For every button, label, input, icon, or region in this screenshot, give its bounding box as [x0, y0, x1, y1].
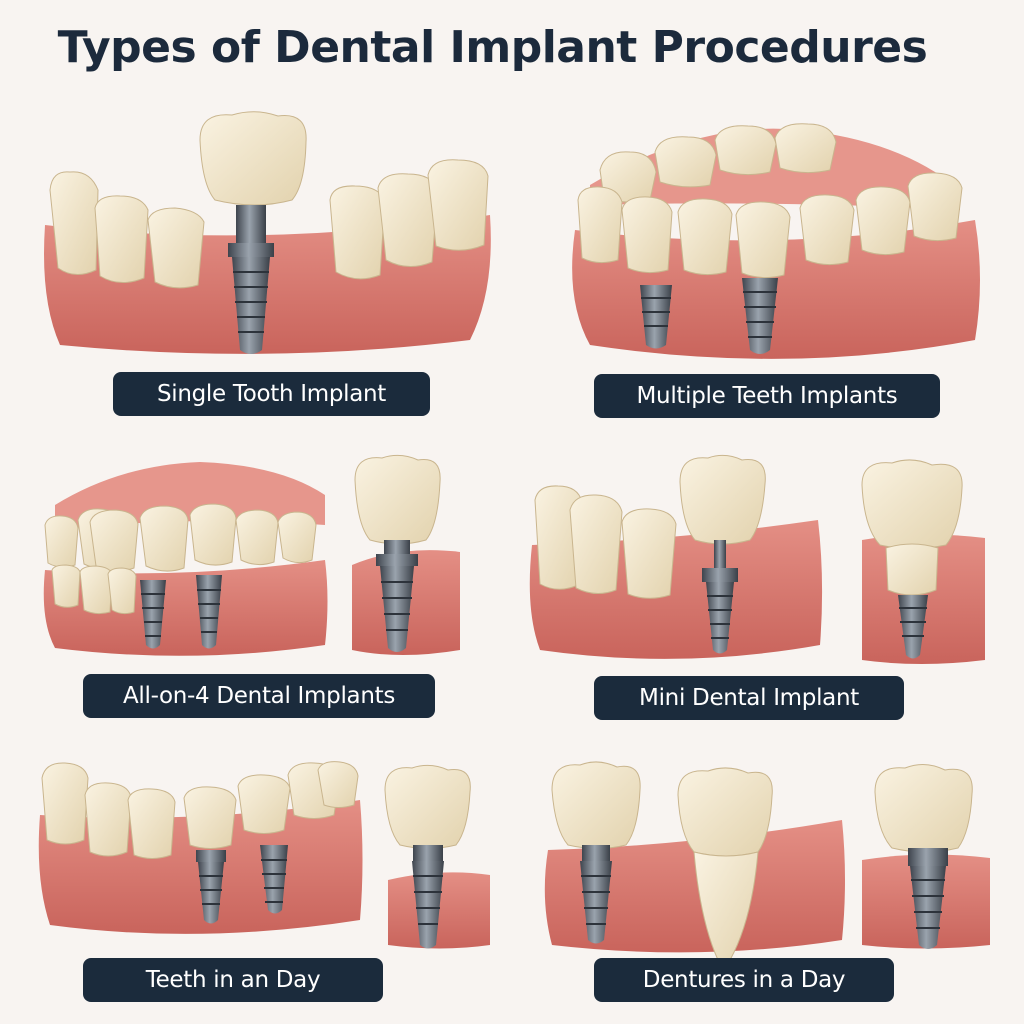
label-teeth-in-a-day: Teeth in an Day: [83, 958, 383, 1002]
lower-tooth-row: [51, 564, 137, 615]
label-single-tooth-implant: Single Tooth Implant: [113, 372, 430, 416]
crown-shape: [199, 111, 307, 206]
label-multiple-teeth-implants: Multiple Teeth Implants: [594, 374, 940, 418]
implant-icon: [898, 595, 928, 659]
abutment-shape: [885, 543, 939, 596]
back-tooth-arch: [599, 123, 837, 203]
crown-shape: [677, 767, 773, 857]
implant-icon: [908, 848, 948, 949]
crown-shape: [551, 761, 641, 849]
implant-icon: [260, 845, 288, 914]
panel-single-tooth: [44, 111, 491, 354]
implant-icon: [640, 285, 672, 349]
implant-icon: [199, 111, 307, 354]
crown-shape: [874, 764, 973, 853]
page-title: Types of Dental Implant Procedures: [57, 22, 928, 73]
panel-dentures-in-a-day: [544, 761, 990, 965]
crown-shape: [679, 454, 766, 545]
panel-teeth-in-a-day: [38, 761, 490, 949]
panel-mini-implant: [529, 454, 985, 664]
crown-shape: [861, 459, 963, 549]
implant-icon: [412, 845, 444, 949]
crown-shape: [384, 764, 471, 849]
implant-icon: [196, 575, 222, 649]
panel-multiple-teeth: [572, 123, 980, 359]
label-mini-dental-implant: Mini Dental Implant: [594, 676, 904, 720]
label-all-on-4-dental-implants: All-on-4 Dental Implants: [83, 674, 435, 718]
implant-icon: [140, 580, 166, 649]
implant-icon: [580, 845, 612, 944]
implant-icon: [742, 278, 778, 354]
implant-icon: [376, 540, 418, 652]
implant-icon: [702, 540, 738, 654]
tooth-row-left: [49, 171, 205, 289]
tooth-row-right: [329, 159, 489, 280]
tooth-row: [534, 485, 677, 599]
front-tooth-row: [577, 172, 963, 279]
label-dentures-in-a-day: Dentures in a Day: [594, 958, 894, 1002]
upper-tooth-row: [44, 503, 317, 572]
panel-all-on-4: [43, 454, 460, 656]
tooth-row: [41, 761, 359, 859]
implant-icon: [196, 850, 226, 924]
crown-shape: [354, 454, 441, 545]
gum-shape: [544, 820, 845, 953]
